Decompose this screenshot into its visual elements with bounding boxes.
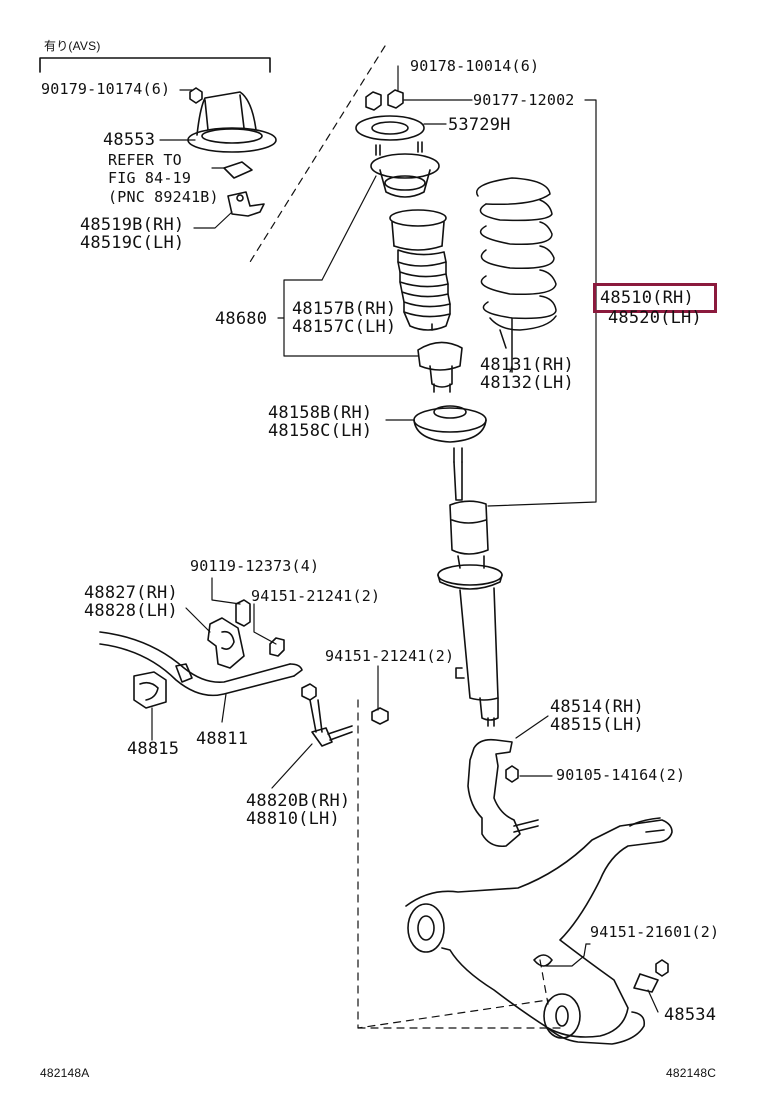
label-48519b[interactable]: 48519B(RH) [80,215,185,235]
bound-stopper [417,341,463,393]
callout-leaders [151,65,659,1013]
leaders-left [159,89,233,229]
upper-support [370,141,440,198]
lower-arm [405,817,673,1045]
label-48131[interactable]: 48131(RH) [480,355,574,375]
knuckle-bracket-48514 [467,738,539,848]
stabilizer-bracket-48827 [207,599,251,669]
label-90179[interactable]: 90179-10174(6) [41,80,171,98]
dashed-frame [357,699,561,1029]
lower-insulator-48158 [413,405,487,443]
label-48811[interactable]: 48811 [196,729,249,749]
label-48157c[interactable]: 48157C(LH) [292,317,397,337]
label-48157b[interactable]: 48157B(RH) [292,299,397,319]
label-90178[interactable]: 90178-10014(6) [410,57,540,75]
stabilizer-bar-48811 [99,631,303,697]
nut-94151-left [269,637,285,657]
label-90105[interactable]: 90105-14164(2) [556,766,686,784]
figure-code-right: 482148C [666,1066,717,1080]
highlight-box-48510 [593,283,717,313]
dust-boot-48157 [389,209,451,331]
label-48820b[interactable]: 48820B(RH) [246,791,351,811]
label-48815[interactable]: 48815 [127,739,180,759]
refer-line-2: FIG 84-19 [108,169,192,187]
label-94151-b[interactable]: 94151-21241(2) [325,647,455,665]
label-48553[interactable]: 48553 [103,130,156,150]
label-48520[interactable]: 48520(LH) [608,308,702,328]
shock-absorber-48510 [437,447,503,727]
stabilizer-bushing-48815 [133,671,167,709]
label-48158b[interactable]: 48158B(RH) [268,403,373,423]
label-48132[interactable]: 48132(LH) [480,373,574,393]
label-48534[interactable]: 48534 [664,1005,717,1025]
label-48680[interactable]: 48680 [215,309,268,329]
avs-note: 有り(AVS) [44,39,101,53]
label-94151-c[interactable]: 94151-21601(2) [590,923,720,941]
label-53729[interactable]: 53729H [448,115,511,135]
stabilizer-link-48820 [301,683,353,747]
label-48514[interactable]: 48514(RH) [550,697,644,717]
label-48158c[interactable]: 48158C(LH) [268,421,373,441]
refer-line-1: REFER TO [108,151,182,169]
coil-spring-48131 [476,177,557,373]
insulator-53729 [355,115,425,141]
nut-94151-right [371,707,389,725]
avs-bracket [39,57,271,73]
label-94151-a[interactable]: 94151-21241(2) [251,587,381,605]
label-48828[interactable]: 48828(LH) [84,601,178,621]
figure-code-left: 482148A [40,1066,90,1080]
refer-line-3: (PNC 89241B) [108,188,219,206]
dashed-guide [249,45,386,263]
upper-nuts [365,89,404,111]
label-90177[interactable]: 90177-12002 [473,91,575,109]
label-48519c[interactable]: 48519C(LH) [80,233,185,253]
label-48827[interactable]: 48827(RH) [84,583,178,603]
label-48810[interactable]: 48810(LH) [246,809,340,829]
label-90119[interactable]: 90119-12373(4) [190,557,320,575]
label-48510[interactable]: 48510(RH) [600,289,700,308]
label-48515[interactable]: 48515(LH) [550,715,644,735]
